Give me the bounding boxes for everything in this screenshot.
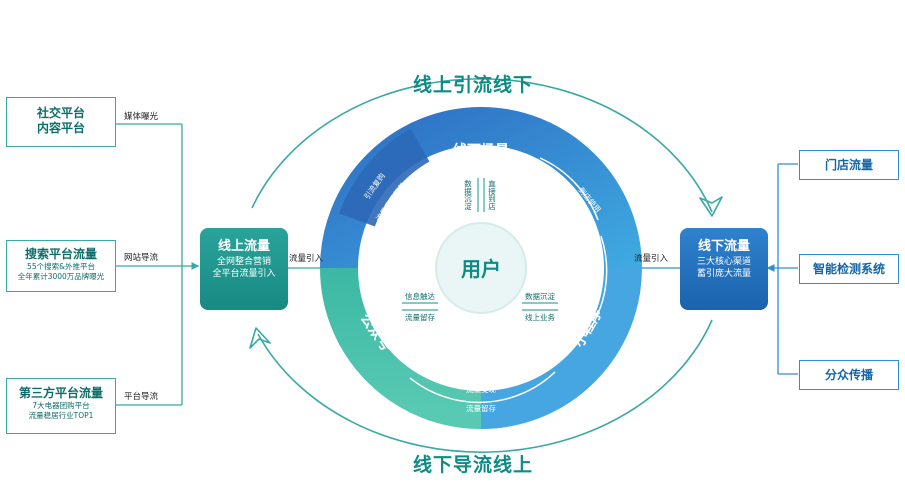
source-search-desc-2: 全年累计3000万品牌曝光 [17,272,105,281]
inner-top-left: 数据沉淀 [463,179,472,212]
ring-top-label: 线下场景 [453,142,509,159]
inner-arc-bottom [409,371,556,404]
top-arc-arrowhead [699,196,723,217]
online-hub-arrow-label: 流量引入 [289,254,324,264]
center-label: 用户 [461,257,501,281]
ring-bottom-arrow-2: 流量留存 [466,403,496,413]
source-third-party-desc-1: 7大电器团购平台 [32,401,90,410]
source-search-desc-1: 55个搜索&外推平台 [27,262,95,271]
right-source-detection: 智能检测系统 [799,254,899,284]
right-source-spread: 分众传播 [799,360,899,390]
source-search-title: 搜索平台流量 [24,247,97,261]
inner-arc-right-2 [585,235,608,336]
source-third-party-desc-2: 流量稳居行业TOP1 [28,411,94,420]
ring [320,107,642,429]
arrow-label-media: 媒体曝光 [124,112,159,122]
online-hub-desc-2: 全平台流量引入 [212,269,276,279]
source-search: 搜索平台流量 55个搜索&外推平台 全年累计3000万品牌曝光 [6,240,116,292]
inner-arc-right [539,157,599,221]
right-connectors [628,163,798,375]
inner-arrow-pairs [402,178,558,311]
offline-hub-desc-1: 三大核心渠道 [696,257,751,267]
offline-hub-title: 线下流量 [697,239,750,254]
inner-left-2: 流量留存 [405,312,435,322]
bottom-banner: 线下导流线上 [413,454,534,476]
inner-right-2: 线上业务 [525,312,555,322]
arrow-label-website: 网站导流 [124,253,159,263]
inner-arc-left [370,194,399,301]
online-hub: 线上流量 全网整合营销 全平台流量引入 [200,228,288,310]
source-social: 社交平台 内容平台 [6,97,116,147]
offline-hub-desc-2: 蓄引庞大流量 [696,269,751,279]
right-source-store: 门店流量 [799,150,899,180]
offline-hub-arrow-label: 流量引入 [634,254,669,264]
source-social-title-2: 内容平台 [36,121,85,135]
bottom-arc [257,319,713,453]
offline-hub: 线下流量 三大核心渠道 蓄引庞大流量 [680,228,768,310]
source-third-party: 第三方平台流量 7大电器团购平台 流量稳居行业TOP1 [6,378,116,434]
online-hub-title: 线上流量 [217,239,270,254]
center-circle [435,222,527,314]
inner-top-right: 直接到店 [487,179,496,212]
inner-left-1: 信息触达 [405,291,435,301]
arrow-label-platform: 平台导流 [124,392,159,402]
top-arc [251,78,713,213]
inner-right-1: 数据沉淀 [525,291,555,301]
source-social-title-1: 社交平台 [36,106,85,120]
source-third-party-title: 第三方平台流量 [18,386,103,400]
top-banner: 线上引流线下 [413,74,534,96]
bottom-arc-arrowhead [249,327,271,349]
online-hub-desc-1: 全网整合营销 [216,257,271,267]
ring-bottom-arrow-1: 流量变现 [466,384,496,394]
